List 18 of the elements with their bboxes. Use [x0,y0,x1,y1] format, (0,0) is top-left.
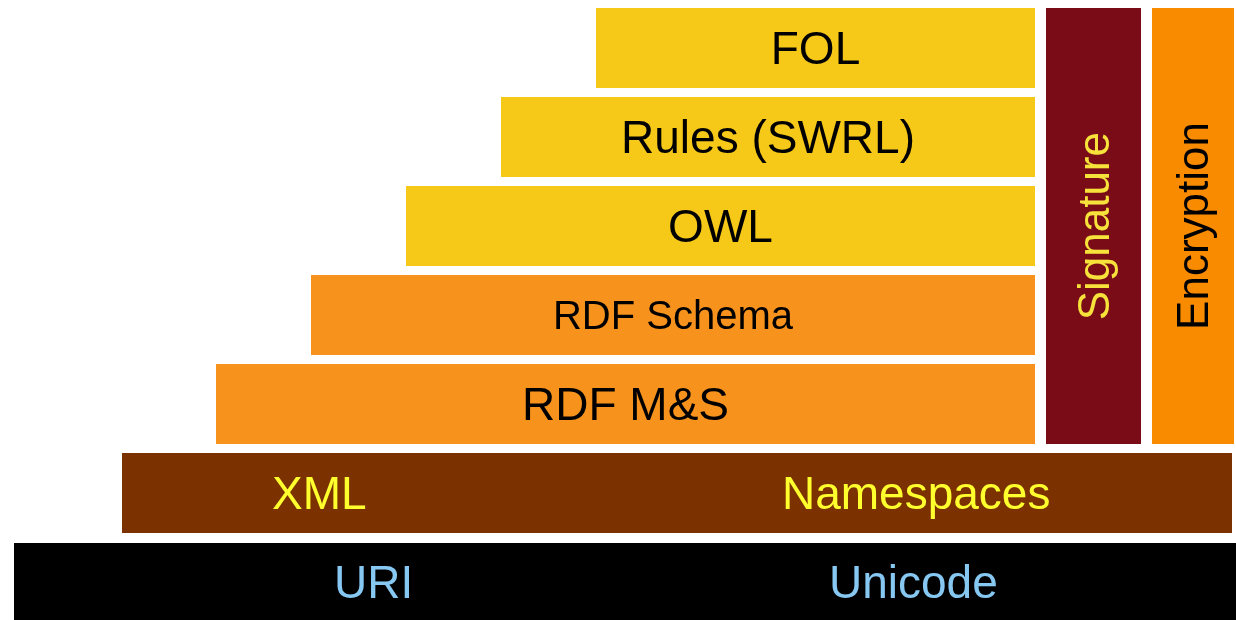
layer-bar [501,97,1035,177]
layer-label: RDF M&S [522,381,729,427]
layer-label: URI [334,558,414,605]
layer-bar [311,275,1035,355]
layer-bar [216,364,1035,444]
layer-label: Signature [1071,131,1116,321]
layer-label: Encryption [1171,122,1215,330]
layer-label: RDF Schema [552,295,794,335]
layer-bar [406,186,1035,266]
layer-label: Unicode [829,558,998,605]
layer-label: FOL [770,25,861,71]
layer-label: XML [272,470,367,516]
vertical-layer-bar [1152,8,1234,444]
layer-label: OWL [668,203,773,249]
layer-bar [14,543,1236,620]
vertical-layer-bar [1046,8,1141,444]
layer-bar [122,453,1232,533]
layer-bar [596,8,1035,88]
